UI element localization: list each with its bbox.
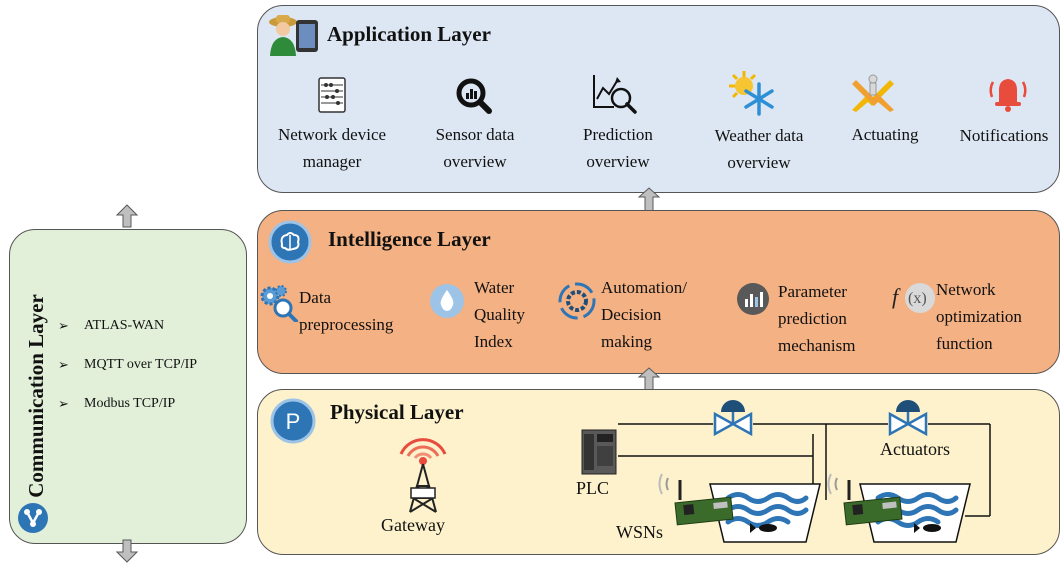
network-nodes-icon xyxy=(17,502,49,534)
arrow-bullet-icon: ➢ xyxy=(58,318,69,333)
wsns-label: WSNs xyxy=(616,522,664,542)
tank-icon xyxy=(709,483,821,543)
actuators-label: Actuators xyxy=(880,439,950,459)
valve-icon xyxy=(713,400,753,437)
arrow-bullet-icon: ➢ xyxy=(58,396,69,411)
water-drop-icon xyxy=(429,283,465,319)
actuating-label: Actuating xyxy=(851,125,919,144)
arrow-bullet-icon: ➢ xyxy=(58,357,69,372)
sensor-node-icon xyxy=(658,473,734,526)
up-arrow-icon xyxy=(116,204,138,228)
communication-layer-box xyxy=(9,229,247,544)
protocol-label: MQTT over TCP/IP xyxy=(84,357,198,372)
automation-decision-label: Automation/ Decision making xyxy=(601,278,687,351)
valve-icon xyxy=(888,400,928,437)
badge-letter: P xyxy=(286,409,301,434)
gateway-tower-icon xyxy=(393,430,453,514)
communication-layer-title: Communication Layer xyxy=(24,294,48,498)
protocol-label: ATLAS-WAN xyxy=(84,318,165,333)
magnifier-chart-icon xyxy=(456,78,492,114)
abacus-icon xyxy=(318,77,346,113)
trend-magnifier-icon xyxy=(592,73,638,115)
bar-chart-circle-icon xyxy=(736,282,770,316)
application-layer-title: Application Layer xyxy=(327,22,491,46)
svg-text:(x): (x) xyxy=(908,290,927,307)
actuator-arrows-icon xyxy=(850,70,896,112)
down-arrow-icon xyxy=(116,539,138,563)
gateway-label: Gateway xyxy=(381,515,445,535)
gears-magnifier-icon xyxy=(259,284,299,322)
plant-wiring-diagram xyxy=(570,394,1010,552)
automation-cycle-icon xyxy=(558,282,596,320)
bell-alarm-icon xyxy=(986,72,1030,112)
water-quality-index-label: Water Quality Index xyxy=(474,278,525,351)
application-layer-box xyxy=(257,5,1060,193)
protocol-label: Modbus TCP/IP xyxy=(84,396,176,411)
farmer-tablet-icon xyxy=(266,12,322,56)
physical-badge: P xyxy=(270,398,316,444)
notifications-label: Notifications xyxy=(959,126,1049,145)
sensor-node-icon xyxy=(827,473,903,526)
intelligence-layer-title: Intelligence Layer xyxy=(328,227,491,251)
parameter-prediction-label: Parameter prediction mechanism xyxy=(778,282,856,355)
brain-icon xyxy=(268,220,312,264)
function-fx-icon: f (x) xyxy=(890,280,936,318)
data-preprocessing-label: Data preprocessing xyxy=(299,288,394,334)
sun-snowflake-icon xyxy=(728,70,776,116)
physical-layer-title: Physical Layer xyxy=(330,400,464,424)
plc-icon xyxy=(581,429,617,475)
plc-label: PLC xyxy=(576,478,610,498)
network-optimization-label: Network optimization function xyxy=(936,280,1022,353)
svg-text:f: f xyxy=(892,284,901,309)
